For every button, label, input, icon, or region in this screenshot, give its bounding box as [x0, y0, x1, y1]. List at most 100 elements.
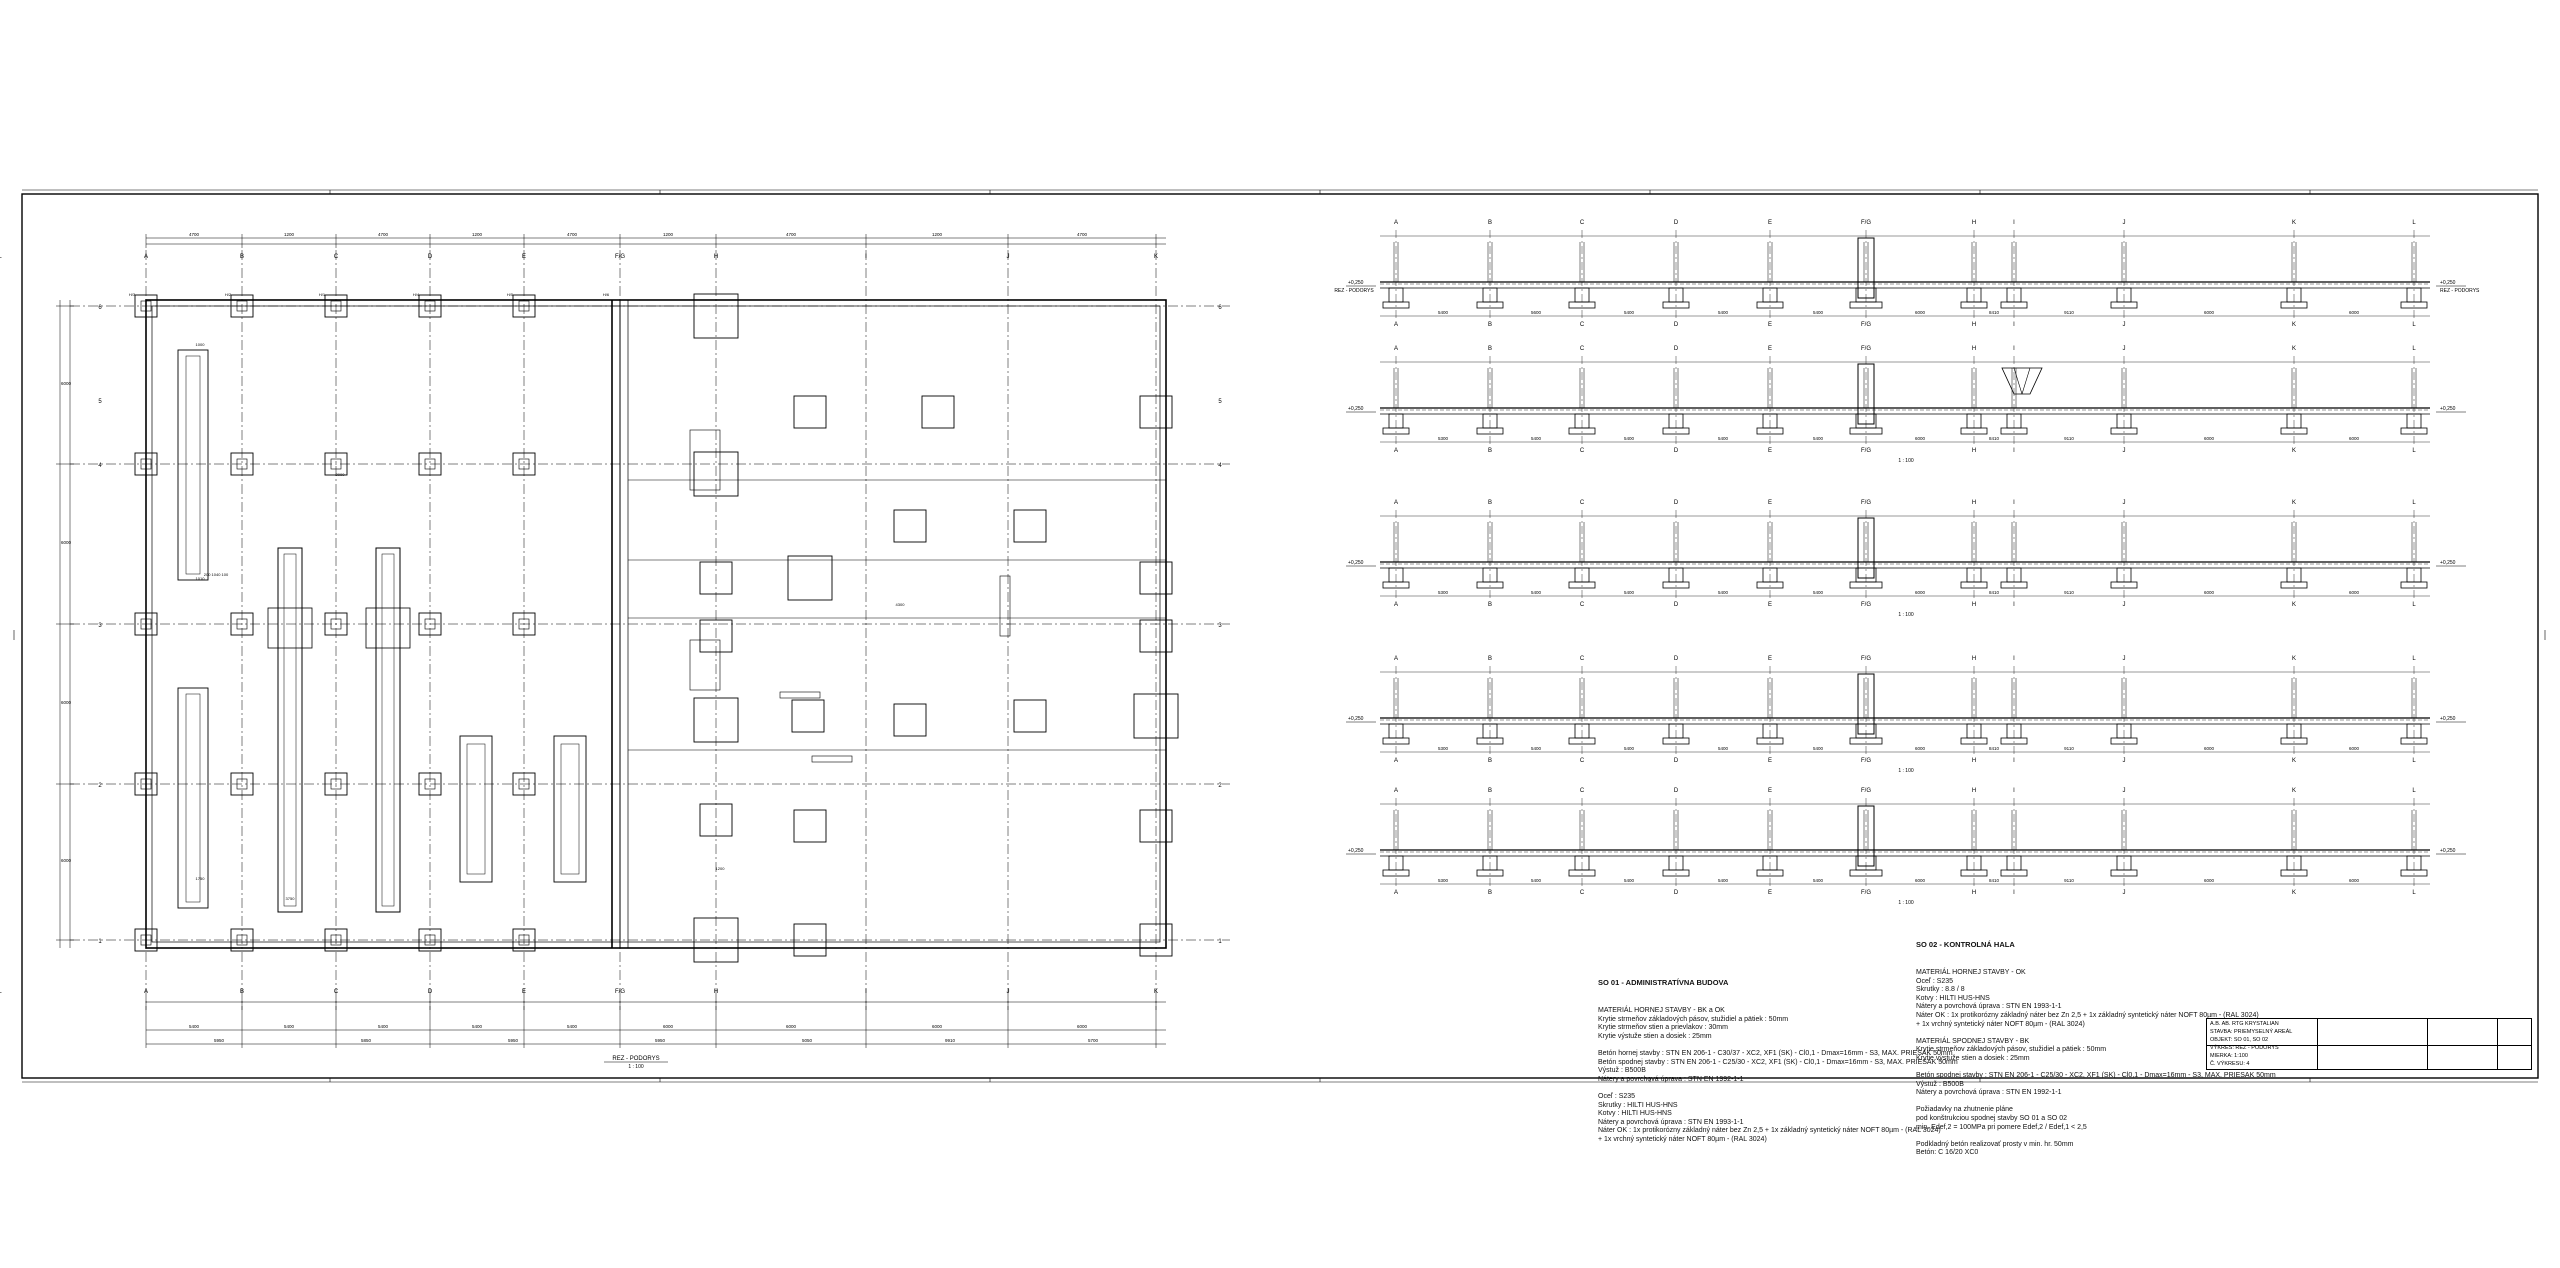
dim-value: 5400 — [472, 1024, 483, 1029]
section-dim: 5400 — [1813, 310, 1824, 315]
section-axis-bottom: H — [1972, 322, 1976, 328]
stepped-footing-widening — [365, 607, 411, 649]
truss-detail — [2001, 367, 2043, 395]
section-axis-top: E — [1768, 220, 1772, 226]
note-line: Krytie výstuže stien a dosiek : 25mm — [1916, 1054, 2030, 1062]
lintel — [779, 691, 821, 699]
axis-label-top: K — [1154, 254, 1158, 260]
stepped-footing-inner — [283, 553, 297, 907]
section-footing-base — [1849, 301, 1883, 309]
section-dim: 5400 — [1624, 746, 1635, 751]
section-dim: 5400 — [1531, 878, 1542, 883]
note-line: Skrutky : HILTI HUS-HNS — [1598, 1101, 1678, 1109]
element-tag: H/5 — [507, 292, 514, 297]
section-footing-base — [1382, 301, 1410, 309]
section-footing-base — [1662, 581, 1690, 589]
section-axis-top: D — [1674, 220, 1679, 226]
axis-label-top: L — [0, 254, 2, 260]
section-footing-base — [1756, 869, 1784, 877]
row-label-right: 3 — [1218, 623, 1222, 629]
section-footing-base — [2000, 869, 2028, 877]
footing-pad — [134, 928, 158, 952]
wall-section — [1857, 237, 1875, 299]
section-axis-top: D — [1674, 788, 1679, 794]
section-axis-top: K — [2292, 220, 2296, 226]
footing-pad — [324, 772, 348, 796]
column-stub — [518, 458, 530, 470]
section-axis-bottom: F/G — [1861, 890, 1871, 896]
column-stub — [140, 300, 152, 312]
dim-value: 5400 — [284, 1024, 295, 1029]
dimension-note: 1010 — [196, 576, 206, 581]
note-line: Krytie výstuže stien a dosiek : 25mm — [1598, 1032, 1712, 1040]
section-dim: 8410 — [1989, 436, 2000, 441]
section-axis-top: E — [1768, 788, 1772, 794]
footing-pad — [134, 772, 158, 796]
hall-footing-pad — [921, 395, 955, 429]
note-line: MATERIÁL HORNEJ STAVBY - OK — [1916, 968, 2026, 976]
section-dim: 6000 — [2204, 746, 2215, 751]
level-left: +0,250 — [1348, 280, 1364, 286]
notes-so02: SO 02 - KONTROLNÁ HALA MATERIÁL HORNEJ S… — [1916, 924, 2276, 1167]
column-stub — [236, 458, 248, 470]
column-stub — [518, 300, 530, 312]
section-axis-bottom: H — [1972, 602, 1976, 608]
section-axis-top: B — [1488, 656, 1492, 662]
column-stub — [330, 300, 342, 312]
axis-label-top: D — [428, 254, 433, 260]
section-axis-bottom: H — [1972, 758, 1976, 764]
footing-pad — [134, 612, 158, 636]
element-tag: H/3 — [129, 292, 136, 297]
section-footing-base — [2280, 869, 2308, 877]
column-stub — [330, 458, 342, 470]
section-footing-base — [1382, 737, 1410, 745]
axis-label-bottom: H — [714, 989, 718, 995]
section-dim: 6000 — [1915, 310, 1926, 315]
footing-pad — [418, 294, 442, 318]
row-label-left: 3 — [98, 623, 102, 629]
section-axis-top: F/G — [1861, 500, 1871, 506]
section-axis-top: B — [1488, 788, 1492, 794]
level-left: +0,250 — [1348, 406, 1364, 412]
axis-label-bottom: L — [0, 989, 2, 995]
section-footing-base — [1756, 301, 1784, 309]
title-block-row: OBJEKT: SO 01, SO 02 — [2210, 1037, 2269, 1043]
note-line: MATERIÁL SPODNEJ STAVBY - BK — [1916, 1037, 2030, 1045]
hall-footing-pad — [1139, 395, 1173, 429]
column-stub — [518, 778, 530, 790]
section-footing-base — [1568, 427, 1596, 435]
dim-value: 6000 — [61, 540, 72, 545]
stepped-footing — [553, 735, 587, 883]
footing-pad — [418, 928, 442, 952]
axis-label-top: E — [522, 254, 526, 260]
dim-value: 9910 — [945, 1038, 956, 1043]
column-stub — [518, 934, 530, 946]
section-dim: 5300 — [1438, 436, 1449, 441]
section-footing-base — [1476, 737, 1504, 745]
section-axis-bottom: I — [2013, 448, 2015, 454]
section-dim: 5400 — [1718, 590, 1729, 595]
section-axis-bottom: L — [2412, 322, 2416, 328]
column-stub — [424, 458, 436, 470]
section-axis-top: I — [2013, 656, 2015, 662]
section-axis-bottom: L — [2412, 448, 2416, 454]
section-axis-top: A — [1394, 788, 1398, 794]
section-footing-base — [1568, 737, 1596, 745]
section-footing-base — [1960, 427, 1988, 435]
axis-label-bottom: A — [144, 989, 148, 995]
section-axis-top: B — [1488, 500, 1492, 506]
section-footing-base — [2400, 869, 2428, 877]
wall-section — [1857, 517, 1875, 579]
hall-footing-pad — [699, 561, 733, 595]
section-footing-base — [1960, 737, 1988, 745]
section-dim: 5400 — [1718, 310, 1729, 315]
footing-pad — [324, 294, 348, 318]
section-footing-base — [2000, 427, 2028, 435]
dim-value: 1200 — [284, 232, 295, 237]
hall-footing-pad — [693, 293, 739, 339]
footing-pad — [230, 772, 254, 796]
axis-label-bottom: E — [522, 989, 526, 995]
footing-pad — [230, 928, 254, 952]
